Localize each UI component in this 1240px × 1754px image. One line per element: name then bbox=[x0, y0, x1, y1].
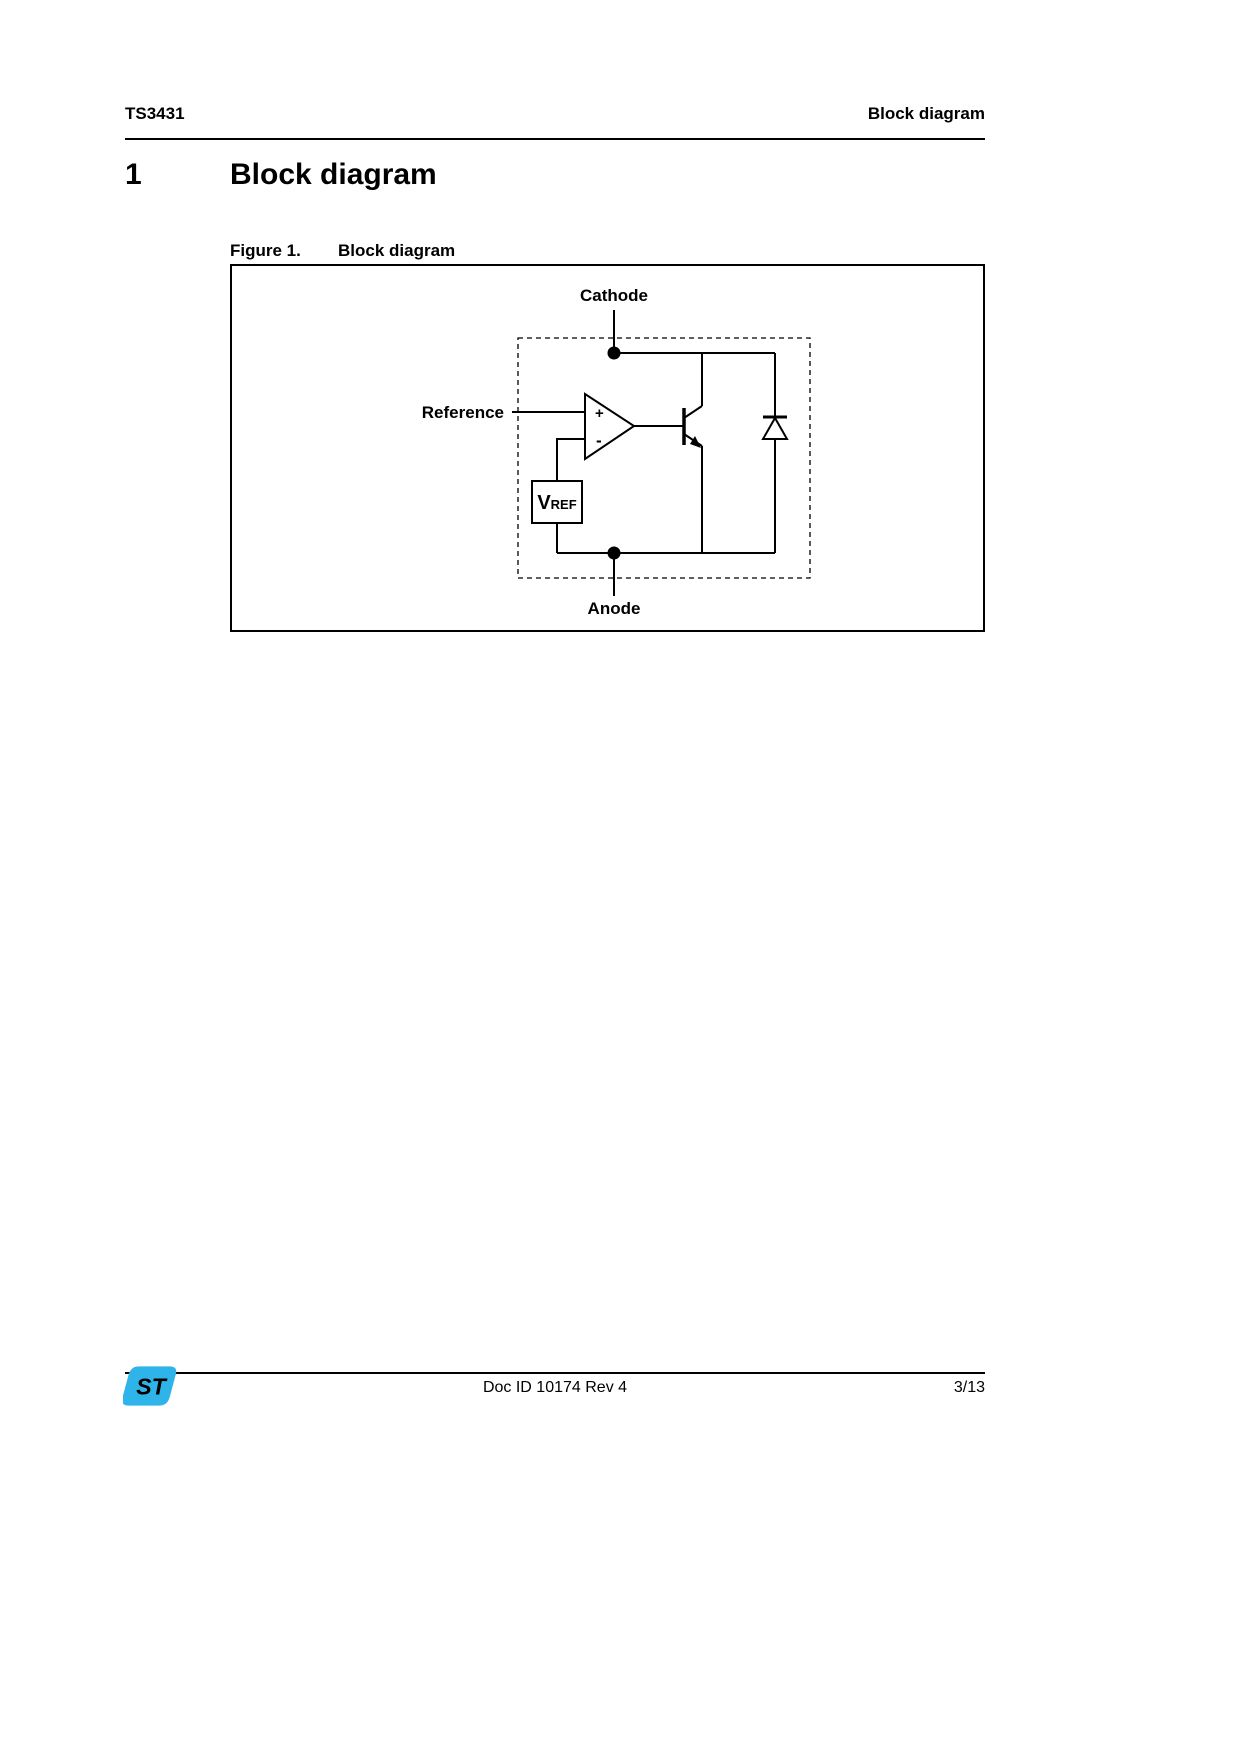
vref-box bbox=[531, 480, 583, 524]
footer-doc-id: Doc ID 10174 Rev 4 bbox=[482, 1379, 628, 1396]
figure-label: Figure 1. bbox=[230, 241, 301, 260]
section-number: 1 bbox=[125, 158, 142, 191]
section-title: Block diagram bbox=[230, 158, 437, 191]
opamp-minus-sign: - bbox=[596, 431, 602, 450]
header-section-name: Block diagram bbox=[867, 104, 985, 123]
figure-frame: Cathode + - Reference VREF bbox=[230, 264, 985, 632]
st-logo: ST bbox=[122, 1364, 179, 1408]
npn-transistor bbox=[634, 353, 703, 553]
header-part-number: TS3431 bbox=[125, 104, 185, 123]
block-diagram-svg: Cathode + - Reference VREF bbox=[422, 286, 811, 618]
footer-page-number: 3/13 bbox=[953, 1379, 985, 1396]
diode bbox=[761, 353, 789, 553]
footer-rule bbox=[125, 1372, 985, 1374]
reference-label: Reference bbox=[422, 403, 504, 422]
st-logo-shape bbox=[122, 1366, 177, 1406]
header-rule bbox=[125, 138, 985, 140]
cathode-label: Cathode bbox=[580, 286, 648, 305]
figure-title: Block diagram bbox=[338, 241, 456, 260]
ic-boundary-dashed-box bbox=[517, 337, 811, 579]
anode-label: Anode bbox=[588, 599, 641, 618]
inverting-input-line bbox=[556, 438, 585, 481]
opamp-plus-sign: + bbox=[595, 405, 604, 422]
st-logo-text: ST bbox=[136, 1373, 168, 1399]
opamp-triangle bbox=[584, 392, 636, 461]
vref-label: VREF bbox=[537, 492, 576, 514]
